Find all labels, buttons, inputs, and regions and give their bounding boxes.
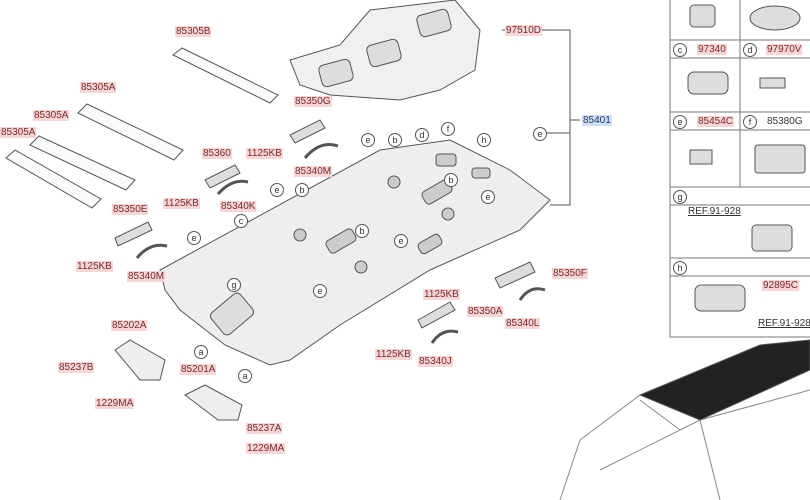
part-label[interactable]: 1125KB xyxy=(423,289,460,300)
part-label[interactable]: 85340M xyxy=(294,166,333,177)
legend-part[interactable]: 92895C xyxy=(762,280,800,291)
legend-part[interactable]: 97340 xyxy=(697,44,727,55)
part-label[interactable]: 1125KB xyxy=(76,261,113,272)
callout-circle: e xyxy=(533,127,547,141)
callout-circle: e xyxy=(394,234,408,248)
callout-circle: h xyxy=(477,133,491,147)
reference-label[interactable]: REF.91-928 xyxy=(758,318,810,329)
callout-circle: e xyxy=(361,133,375,147)
legend-part[interactable]: 85454C xyxy=(697,116,735,127)
part-label[interactable]: 85350G xyxy=(294,96,332,107)
callout-circle: b xyxy=(355,224,369,238)
part-label[interactable]: 85340K xyxy=(220,201,257,212)
headliner xyxy=(159,139,551,366)
legend-part[interactable]: 97970V xyxy=(766,44,803,55)
legend-letter: f xyxy=(743,115,757,129)
part-label[interactable]: 1125KB xyxy=(246,148,283,159)
pad-85305A-2 xyxy=(29,135,136,191)
part-label[interactable]: 85360 xyxy=(202,148,232,159)
callout-circle: e xyxy=(481,190,495,204)
legend-part[interactable]: 85380G xyxy=(767,116,803,127)
legend-letter: g xyxy=(673,190,687,204)
callout-circle: c xyxy=(234,214,248,228)
callout-circle: b xyxy=(388,133,402,147)
reference-label[interactable]: REF.91-928 xyxy=(688,206,741,217)
sun-visor-85201A xyxy=(184,384,243,421)
part-label[interactable]: 85350A xyxy=(467,306,504,317)
callout-circle: e xyxy=(187,231,201,245)
legend-letter: h xyxy=(673,261,687,275)
part-label[interactable]: 85305A xyxy=(0,127,37,138)
legend-letter: c xyxy=(673,43,687,57)
part-label[interactable]: 85350F xyxy=(552,268,588,279)
part-label[interactable]: 85340J xyxy=(418,356,453,367)
part-label[interactable]: 85305A xyxy=(33,110,70,121)
sun-visor-85202A xyxy=(114,339,166,381)
part-label[interactable]: 85350E xyxy=(112,204,149,215)
legend-letter: d xyxy=(743,43,757,57)
callout-circle: d xyxy=(415,128,429,142)
callout-circle: b xyxy=(444,173,458,187)
legend-letter: e xyxy=(673,115,687,129)
callout-circle: f xyxy=(441,122,455,136)
pad-85305A-1 xyxy=(77,103,184,161)
part-label[interactable]: 85305B xyxy=(175,26,212,37)
part-label[interactable]: 97510D xyxy=(505,25,543,36)
part-label[interactable]: 85202A xyxy=(111,320,148,331)
part-label[interactable]: 1229MA xyxy=(95,398,135,409)
part-label[interactable]: 1125KB xyxy=(375,349,412,360)
part-label[interactable]: 1125KB xyxy=(163,198,200,209)
part-label[interactable]: 85340L xyxy=(505,318,541,329)
part-label[interactable]: 85237A xyxy=(246,423,283,434)
part-label[interactable]: 1229MA xyxy=(246,443,286,454)
callout-circle: a xyxy=(238,369,252,383)
part-label-selected[interactable]: 85401 xyxy=(582,115,612,126)
part-label[interactable]: 85201A xyxy=(180,364,217,375)
part-label[interactable]: 85237B xyxy=(58,362,95,373)
callout-circle: e xyxy=(270,183,284,197)
part-label[interactable]: 85305A xyxy=(80,82,117,93)
callout-circle: e xyxy=(313,284,327,298)
part-label[interactable]: 85340M xyxy=(127,271,166,282)
pad-85305A-3 xyxy=(5,149,102,209)
pad-85305B xyxy=(172,47,279,104)
callout-circle: a xyxy=(194,345,208,359)
callout-circle: b xyxy=(295,183,309,197)
callout-circle: g xyxy=(227,278,241,292)
